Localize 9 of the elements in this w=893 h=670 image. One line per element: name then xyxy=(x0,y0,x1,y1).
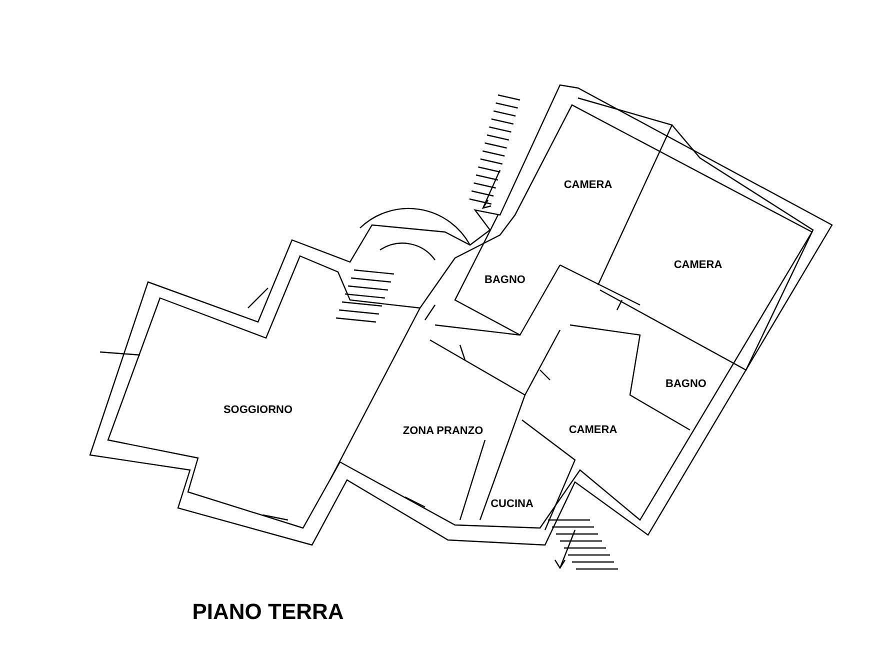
room-label: SOGGIORNO xyxy=(223,404,293,416)
plan-title: PIANO TERRA xyxy=(192,599,344,625)
room-label: CAMERA xyxy=(674,259,722,271)
room-label: CAMERA xyxy=(564,179,612,191)
room-label: ZONA PRANZO xyxy=(402,425,484,437)
room-label: CAMERA xyxy=(568,424,618,436)
room-label: CUCINA xyxy=(490,498,534,510)
room-label: BAGNO xyxy=(484,274,526,286)
room-label: BAGNO xyxy=(666,378,706,390)
